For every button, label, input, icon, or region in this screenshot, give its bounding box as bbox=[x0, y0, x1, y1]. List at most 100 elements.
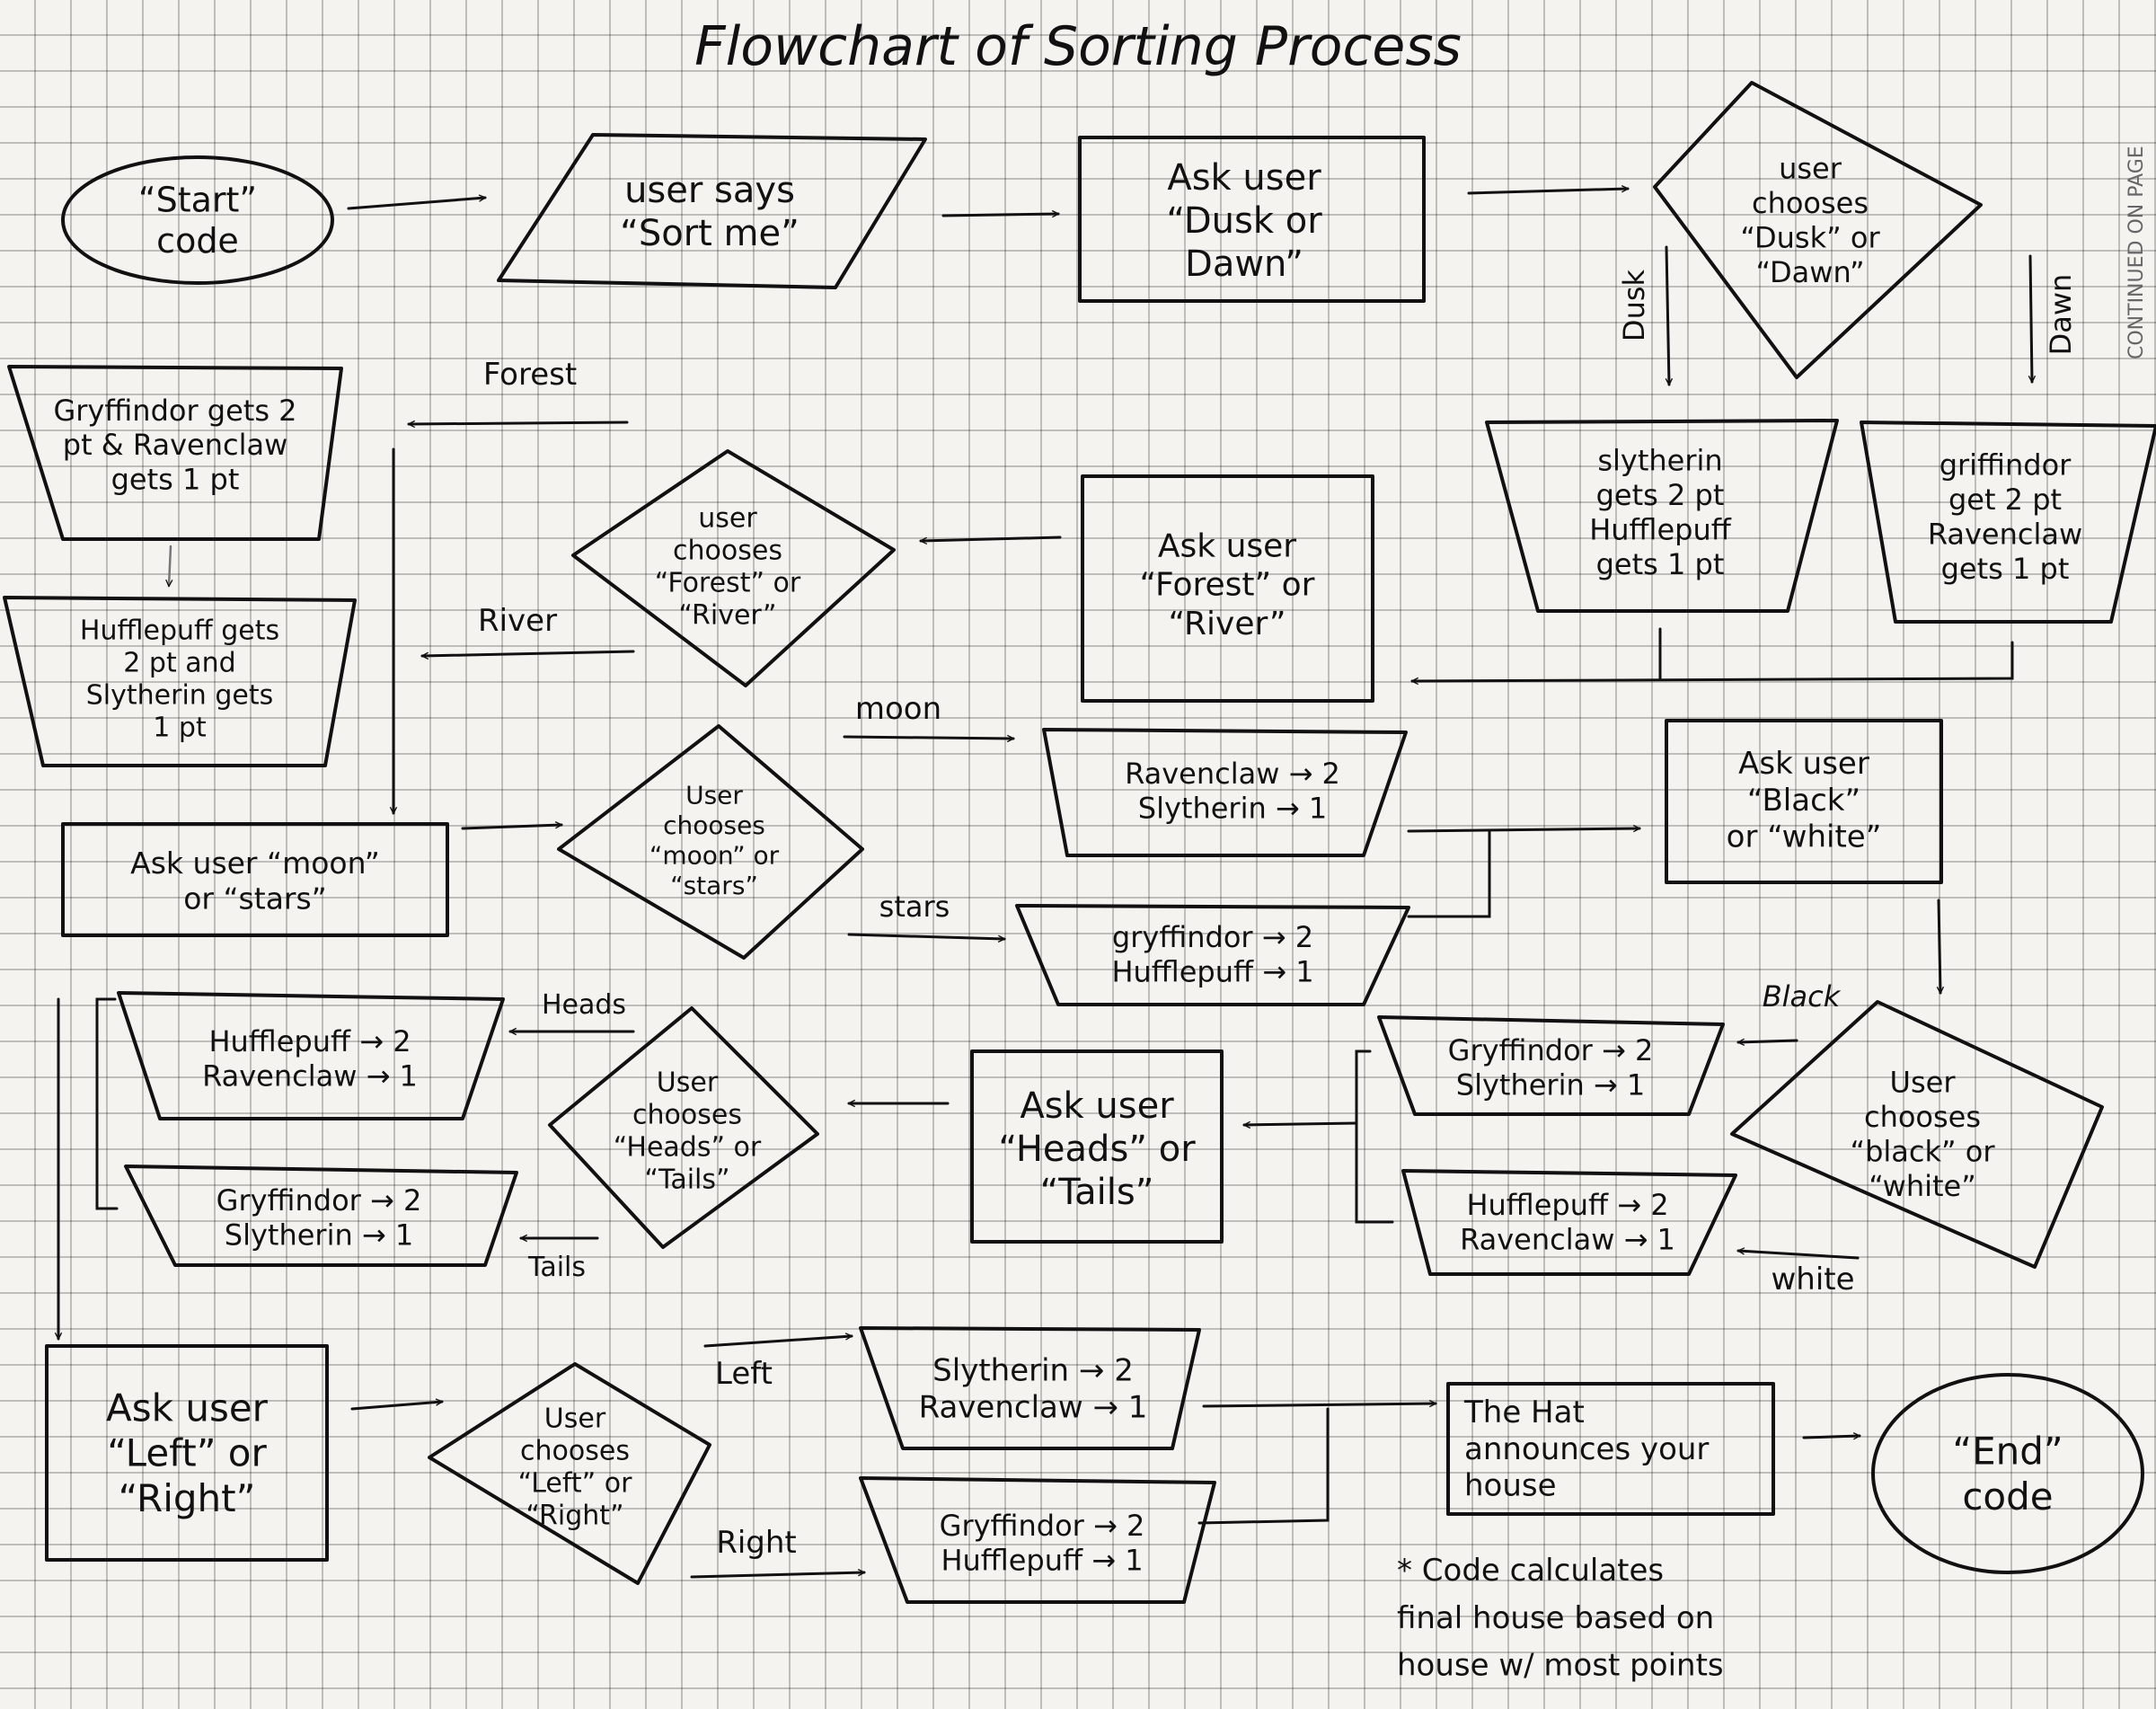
text-line: Gryffindor → 2 bbox=[216, 1183, 422, 1218]
node-text-sort-me: user says“Sort me” bbox=[620, 170, 800, 254]
text-line: Hufflepuff → 1 bbox=[941, 1543, 1143, 1577]
dusk-points-trapezoid bbox=[1485, 419, 1839, 613]
text-line: Slytherin → 1 bbox=[1456, 1067, 1646, 1102]
tails-points-trapezoid bbox=[124, 1164, 518, 1267]
text-line: “Dusk” or bbox=[1740, 220, 1880, 254]
text-line: Ravenclaw bbox=[1928, 517, 2082, 551]
edge-left-right-merge bbox=[1197, 1407, 1330, 1525]
text-line: “River” bbox=[1169, 606, 1286, 642]
text-line: gets 2 pt bbox=[1596, 478, 1725, 512]
edge-heads-tails-merge bbox=[95, 997, 119, 1210]
text-line: user bbox=[1779, 152, 1842, 186]
node-text-start: “Start”code bbox=[138, 181, 257, 261]
text-line: “Black” bbox=[1747, 783, 1860, 819]
text-line: User bbox=[544, 1404, 606, 1435]
edge-label-tails: Tails bbox=[527, 1252, 586, 1283]
text-line: user says bbox=[624, 170, 795, 211]
edge-ask-left-right-to-choose bbox=[350, 1402, 442, 1411]
text-line: “Heads” or bbox=[614, 1132, 762, 1164]
text-line: “Forest” or bbox=[1140, 567, 1315, 604]
text-line: user bbox=[698, 503, 757, 535]
text-line: “River” bbox=[678, 600, 776, 632]
text-line: User bbox=[657, 1067, 719, 1099]
text-line: “Sort me” bbox=[620, 213, 800, 254]
text-line: chooses bbox=[520, 1436, 630, 1467]
start-terminal bbox=[61, 155, 334, 285]
text-line: Ravenclaw → 1 bbox=[202, 1058, 418, 1093]
text-line: “white” bbox=[1869, 1169, 1976, 1203]
text-line: “Right” bbox=[526, 1501, 623, 1532]
white-points-trapezoid bbox=[1401, 1169, 1737, 1276]
ask-black-white-process bbox=[1665, 719, 1943, 884]
text-line: User bbox=[1890, 1066, 1957, 1100]
text-line: “black” or bbox=[1851, 1134, 1996, 1168]
text-line: slytherin bbox=[1597, 444, 1722, 478]
text-line: 2 pt and bbox=[123, 648, 235, 679]
choose-left-right-decision bbox=[428, 1362, 711, 1585]
text-line: Ravenclaw → 1 bbox=[1460, 1222, 1675, 1256]
edge-sort-me-to-ask-dusk-dawn bbox=[941, 214, 1060, 216]
text-line: Hufflepuff bbox=[1589, 512, 1732, 546]
text-line: Ask user bbox=[106, 1386, 269, 1430]
text-line: chooses bbox=[1864, 1100, 1981, 1134]
node-text-end: “End”code bbox=[1952, 1430, 2063, 1519]
edge-label-stars: stars bbox=[879, 890, 950, 924]
text-line: code bbox=[156, 221, 239, 261]
node-text-ask-black-white: Ask user“Black”or “white” bbox=[1727, 746, 1882, 855]
text-line: * Code calculates bbox=[1397, 1553, 1664, 1589]
forest-points-trapezoid bbox=[7, 365, 343, 541]
text-line: Ask user “moon” bbox=[130, 846, 380, 881]
text-line: 1 pt bbox=[153, 713, 207, 744]
text-line: “stars” bbox=[670, 871, 758, 900]
edge-label-left: Left bbox=[715, 1356, 773, 1392]
edge-to-announce bbox=[1202, 1404, 1437, 1408]
text-line: “End” bbox=[1952, 1430, 2063, 1474]
edge-label-black: Black bbox=[1763, 979, 1842, 1014]
text-line: Gryffindor → 2 bbox=[940, 1509, 1145, 1543]
edge-stars bbox=[847, 933, 1006, 939]
text-line: Ask user bbox=[1158, 527, 1296, 564]
text-line: chooses bbox=[632, 1100, 742, 1131]
text-line: or “stars” bbox=[183, 881, 327, 916]
side-note: CONTINUED ON PAGE bbox=[2125, 146, 2148, 359]
text-line: gets 1 pt bbox=[1941, 552, 2070, 586]
text-line: code bbox=[1962, 1474, 2053, 1519]
choose-heads-tails-decision bbox=[548, 1006, 819, 1249]
text-line: Ask user bbox=[1738, 746, 1869, 782]
text-line: chooses bbox=[1752, 186, 1869, 220]
edge-forest bbox=[407, 422, 629, 424]
text-line: Hufflepuff → 2 bbox=[1466, 1188, 1668, 1222]
edge-ask-forest-river-to-choose bbox=[919, 536, 1062, 541]
node-text-ask-left-right: Ask user“Left” or“Right” bbox=[106, 1386, 269, 1520]
text-line: The Hat bbox=[1463, 1395, 1585, 1430]
text-line: get 2 pt bbox=[1948, 483, 2062, 517]
edge-forest-to-river-points bbox=[169, 545, 171, 586]
text-line: “moon” or bbox=[649, 841, 780, 871]
stars-points-trapezoid bbox=[1015, 904, 1410, 1006]
announce-process bbox=[1446, 1382, 1775, 1516]
edge-white bbox=[1738, 1251, 1860, 1260]
text-line: chooses bbox=[663, 810, 765, 840]
edge-river bbox=[420, 650, 635, 656]
text-line: “Start” bbox=[138, 181, 257, 220]
edge-black bbox=[1736, 1040, 1798, 1042]
moon-points-trapezoid bbox=[1042, 728, 1408, 857]
edge-start-to-sort-me bbox=[347, 198, 485, 210]
edge-dawn-points-down bbox=[1410, 641, 2014, 681]
text-line: “Dusk or bbox=[1166, 200, 1322, 242]
text-line: Ravenclaw → 1 bbox=[919, 1389, 1148, 1425]
left-points-trapezoid bbox=[859, 1326, 1201, 1450]
